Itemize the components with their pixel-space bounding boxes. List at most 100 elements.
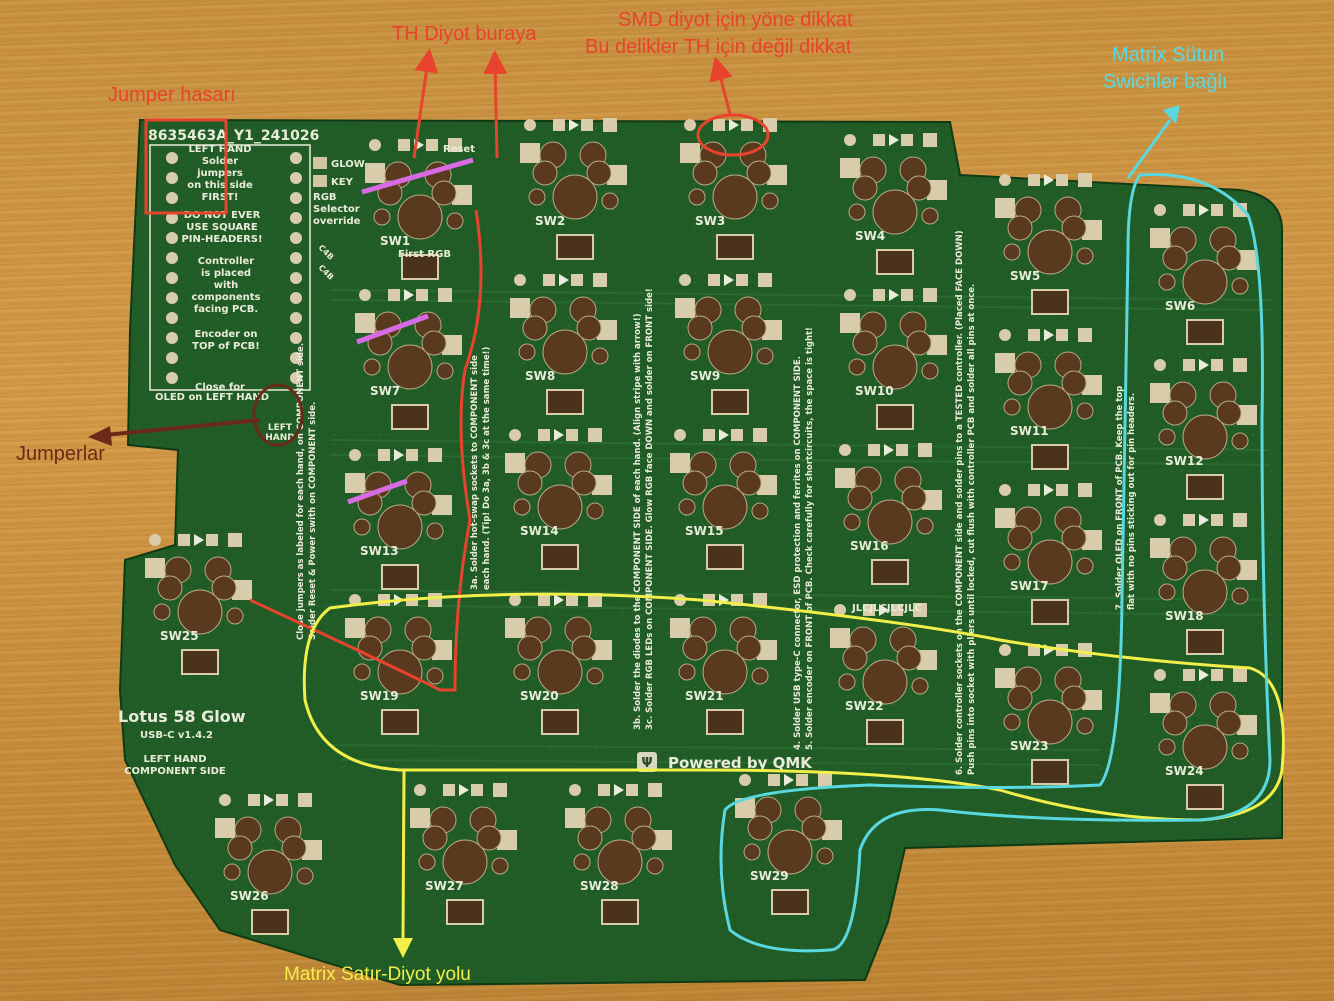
qmk-logo-glyph: Ψ xyxy=(641,756,652,771)
diode-icon xyxy=(194,534,204,546)
smd-diode-circle xyxy=(696,113,770,157)
switch-footprint: SW28 xyxy=(565,783,672,925)
switch-footprint: SW5 xyxy=(995,173,1102,315)
switch-footprint: SW27 xyxy=(410,783,517,925)
annotation-jumper-damage: Jumper hasarı xyxy=(108,84,236,106)
controller-pin xyxy=(290,332,302,344)
annotation-jumpers: Jumperlar xyxy=(16,443,105,465)
switch-footprint: SW26 xyxy=(215,793,322,935)
switch-label: SW10 xyxy=(855,384,894,398)
pcb-board-id: 8635463A_Y1_241026 xyxy=(148,128,319,144)
switch-label: SW18 xyxy=(1165,609,1204,623)
diode-icon xyxy=(889,289,899,301)
switch-label: SW24 xyxy=(1165,764,1204,778)
pcb-instruction: 3a. Solder hot-swap sockets to COMPONENT… xyxy=(470,355,480,590)
controller-pin xyxy=(166,232,178,244)
pcb-first-rgb: First RGB xyxy=(398,249,451,260)
pcb-instruction: 3b. Solder the diodes to the COMPONENT S… xyxy=(633,313,643,730)
controller-pin xyxy=(290,312,302,324)
switch-label: SW8 xyxy=(525,369,555,383)
diode-icon xyxy=(1199,669,1209,681)
pcb-header-warning: PIN-HEADERS! xyxy=(181,234,262,245)
switch-label: SW1 xyxy=(380,234,410,248)
pcb-instruction: 5. Solder encoder on FRONT of PCB. Check… xyxy=(805,327,815,750)
switch-label: SW7 xyxy=(370,384,400,398)
controller-pin xyxy=(290,352,302,364)
pcb-rgb-selector: Selector xyxy=(313,204,360,215)
switch-footprint: SW18 xyxy=(1150,513,1257,655)
switch-label: SW3 xyxy=(695,214,725,228)
pcb-header-warning: USE SQUARE xyxy=(186,222,258,233)
jumpers-circle xyxy=(252,383,304,447)
controller-pin xyxy=(166,312,178,324)
annotation-matrix-column-line2: Swichler bağlı xyxy=(1103,71,1228,93)
pcb-left-hand-jumper: LEFT xyxy=(268,423,293,433)
switch-label: SW9 xyxy=(690,369,720,383)
pcb-version: USB-C v1.4.2 xyxy=(140,730,213,741)
matrix-column-arrowhead-icon xyxy=(1163,105,1180,124)
controller-pin xyxy=(166,272,178,284)
pcb-product-name: Lotus 58 Glow xyxy=(118,707,246,726)
pcb-key-label: KEY xyxy=(331,177,354,188)
pcb-instruction: 4. Solder USB type-C connector, ESD prot… xyxy=(793,356,803,750)
pcb-encoder-note: Encoder on xyxy=(194,329,257,340)
diode-icon xyxy=(1199,359,1209,371)
switch-footprint: SW2 xyxy=(520,118,627,260)
switch-label: SW26 xyxy=(230,889,269,903)
pcb-rgb-selector: override xyxy=(313,216,361,227)
pcb-instruction: Push pins into socket with pliers until … xyxy=(967,284,977,775)
switch-footprint: SW24 xyxy=(1150,668,1257,810)
switch-label: SW20 xyxy=(520,689,559,703)
pcb-instruction: Close jumpers as labeled for each hand, … xyxy=(296,343,306,640)
switch-footprint: SW21 xyxy=(670,593,777,735)
controller-pin xyxy=(290,192,302,204)
controller-pin xyxy=(290,272,302,284)
switch-footprint: SW19 xyxy=(345,593,452,735)
controller-pin xyxy=(290,372,302,384)
diode-icon xyxy=(784,774,794,786)
annotation-th-diode: TH Diyot buraya xyxy=(392,23,537,45)
switch-footprint: SW22 xyxy=(830,603,937,745)
controller-pin xyxy=(166,252,178,264)
magenta-jumper-wire xyxy=(356,313,429,345)
smd-diode-arrow-icon xyxy=(709,56,733,115)
controller-pin xyxy=(166,172,178,184)
th-diode-arrow-icon xyxy=(483,50,508,159)
diode-icon xyxy=(879,604,889,616)
diode-icon xyxy=(1199,204,1209,216)
switch-footprint: SW15 xyxy=(670,428,777,570)
switch-footprint: SW16 xyxy=(835,443,942,585)
pcb-instruction: each hand. (Tip! Do 3a, 3b & 3c at the s… xyxy=(482,346,492,590)
switch-label: SW15 xyxy=(685,524,724,538)
diode-icon xyxy=(569,119,579,131)
diode-icon xyxy=(889,134,899,146)
annotation-matrix-column-line1: Matrix Sütun xyxy=(1112,44,1225,66)
controller-pin xyxy=(166,152,178,164)
switch-label: SW16 xyxy=(850,539,889,553)
pcb-instruction: Solder Reset & Power swith on COMPONENT … xyxy=(308,402,318,640)
switch-label: SW5 xyxy=(1010,269,1040,283)
switch-label: SW28 xyxy=(580,879,619,893)
switch-footprint: SW6 xyxy=(1150,203,1257,345)
diode-icon xyxy=(554,429,564,441)
controller-pin xyxy=(290,212,302,224)
switch-footprint: SW14 xyxy=(505,428,612,570)
pcb-left-hand-jumper: HAND xyxy=(265,433,295,443)
pcb-controller-note: facing PCB. xyxy=(194,304,258,315)
annotation-smd-diode-line2: Bu delikler TH için değil dikkat xyxy=(585,36,852,58)
controller-pin xyxy=(166,372,178,384)
jumpers-arrow-icon xyxy=(104,418,261,437)
pcb-oled-note: Close for xyxy=(195,382,245,393)
pcb-jlc-text: JLCJLCJLCJLC xyxy=(851,603,922,614)
pcb-header-warning: DO NOT EVER xyxy=(184,210,261,221)
switch-footprint: SW9 xyxy=(675,273,782,415)
pcb-left-hand-note: LEFT HAND xyxy=(188,144,251,155)
diode-icon xyxy=(404,289,414,301)
jumper-damage-box xyxy=(144,118,228,215)
diode-icon xyxy=(394,449,404,461)
pcb-controller-note: components xyxy=(192,292,261,303)
switch-label: SW22 xyxy=(845,699,884,713)
pcb-side-note: COMPONENT SIDE xyxy=(124,766,226,777)
diode-icon xyxy=(1044,329,1054,341)
